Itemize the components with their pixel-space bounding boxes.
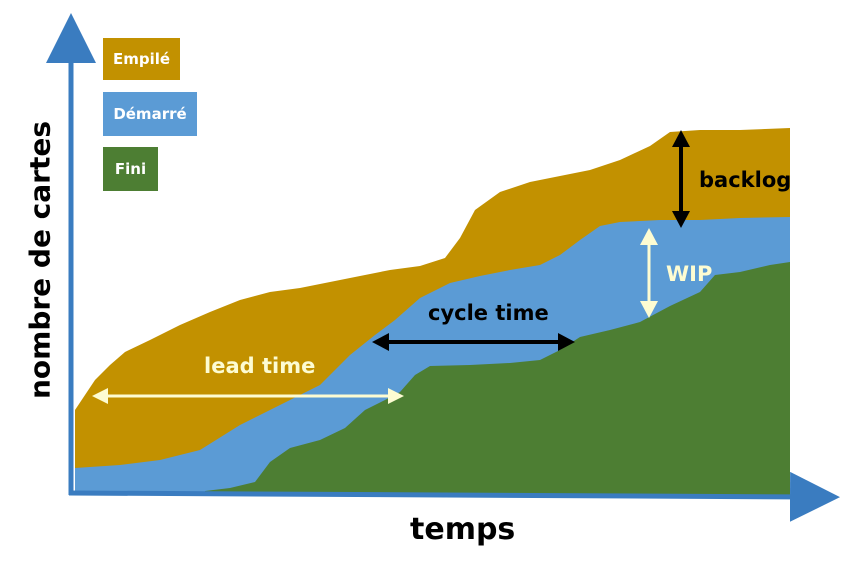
area-fini [205, 262, 790, 495]
legend-empile: Empilé [103, 38, 180, 80]
y-axis-label: nombre de cartes [23, 120, 57, 400]
legend-demarre-label: Démarré [113, 105, 187, 123]
backlog-label: backlog [699, 168, 792, 192]
legend-demarre: Démarré [103, 92, 197, 136]
legend-fini-label: Fini [114, 160, 147, 178]
x-axis-label: temps [410, 512, 516, 547]
lead-time-arrow [92, 388, 404, 404]
legend-empile-label: Empilé [112, 50, 171, 68]
backlog-arrow [672, 130, 690, 228]
wip-arrow [640, 228, 658, 318]
cycle-time-arrow [372, 333, 575, 351]
cycle-time-label: cycle time [428, 301, 549, 325]
x-axis [68, 471, 840, 522]
wip-label: WIP [666, 262, 713, 286]
legend-fini: Fini [103, 147, 158, 191]
lead-time-label: lead time [204, 354, 316, 378]
